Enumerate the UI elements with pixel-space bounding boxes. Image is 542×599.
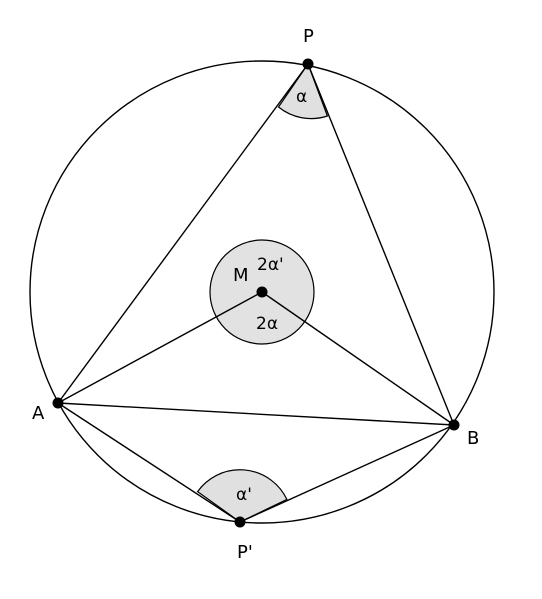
point-p-prime: [234, 516, 246, 528]
label-m: M: [233, 265, 249, 286]
point-a: [52, 397, 64, 409]
segment-p-prime-b: [239, 424, 455, 523]
angle-sector-p: [277, 62, 329, 120]
segment-ma: [57, 291, 263, 404]
point-p: [302, 58, 314, 70]
segment-pb: [307, 63, 455, 426]
segment-ab: [57, 402, 455, 426]
segment-ap: [57, 63, 309, 404]
angle-sector-p-prime: [196, 469, 288, 523]
angle-label-center-upper: 2α': [257, 255, 284, 275]
angle-label-p-prime: α': [236, 485, 252, 505]
label-b: B: [467, 428, 479, 449]
label-p: P: [303, 26, 314, 47]
point-b: [448, 419, 460, 431]
point-m: [256, 286, 268, 298]
circumcircle: [29, 60, 495, 524]
segment-mb: [261, 291, 455, 426]
label-a: A: [32, 403, 45, 424]
angle-label-p: α: [296, 87, 307, 107]
label-p-prime: P': [237, 542, 253, 563]
segment-ap-prime: [57, 402, 241, 523]
angle-label-center-lower: 2α: [256, 314, 278, 334]
